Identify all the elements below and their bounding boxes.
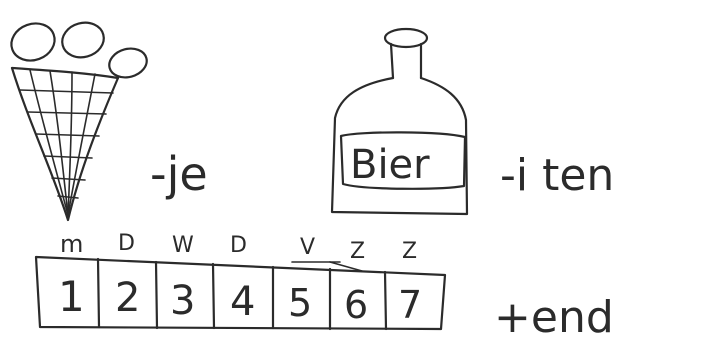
day-letter: V [300, 235, 315, 260]
box-number: 5 [288, 281, 312, 325]
day-letter: Z [350, 239, 365, 264]
day-letter: Z [402, 239, 417, 264]
day-letter: D [230, 233, 247, 258]
box-number: 6 [344, 283, 368, 327]
box-number: 1 [58, 272, 85, 321]
day-letter: m [60, 230, 83, 258]
suffix-je-text: -je [150, 147, 208, 201]
bottle-label-text: Bier [350, 142, 430, 188]
box-number: 7 [398, 283, 422, 327]
bottle-icon [330, 27, 469, 216]
suffix-iten-text: -i ten [500, 150, 614, 201]
day-numbers: 1 2 3 4 5 6 7 [58, 272, 422, 327]
day-letter: D [118, 231, 135, 256]
day-letter: W [172, 233, 194, 258]
box-number: 2 [115, 275, 140, 321]
ice-cream-cone-icon [10, 21, 148, 222]
day-letters: m D W D V Z Z [60, 230, 417, 272]
box-number: 3 [170, 278, 195, 324]
day-boxes [34, 255, 447, 331]
suffix-end-text: +end [494, 292, 614, 343]
box-number: 4 [230, 279, 255, 325]
